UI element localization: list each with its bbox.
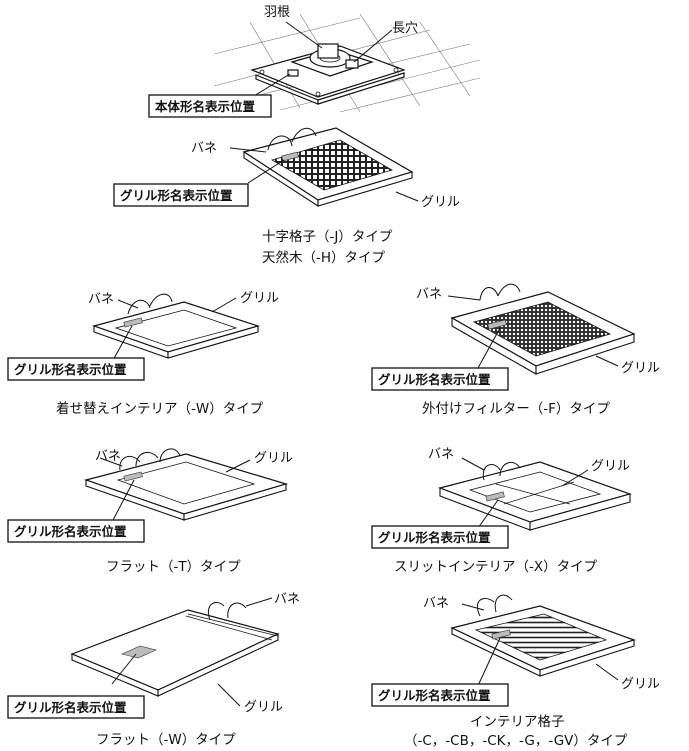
grille-flat-w-illustration xyxy=(70,597,280,707)
blade-label: 羽根 xyxy=(264,5,290,20)
caption-line-2: （-C，-CB，-CK，-G，-GV）タイプ xyxy=(404,733,628,749)
spring-label: バネ xyxy=(423,596,449,611)
grille-model-label-box xyxy=(7,357,145,381)
spring-label: バネ xyxy=(416,287,442,302)
spring-right xyxy=(497,283,521,297)
grille-model-label: グリル形名表示位置 xyxy=(378,688,491,703)
grille-nameplate xyxy=(121,645,157,659)
grille-interior-lattice-illustration xyxy=(450,594,636,691)
spring-label: バネ xyxy=(274,592,300,607)
spring-label: バネ xyxy=(428,447,454,462)
grille-model-label: グリル形名表示位置 xyxy=(378,372,491,387)
grille-label: グリル xyxy=(621,361,660,376)
spring-right xyxy=(291,127,317,143)
grille-model-label-box xyxy=(7,519,145,543)
spring-right xyxy=(494,594,513,613)
caption: スリットインテリア（-X）タイプ xyxy=(394,559,598,575)
grille-label: グリル xyxy=(621,677,660,692)
caption-line-1: インテリア格子 xyxy=(470,714,565,730)
caption: フラット（-W）タイプ xyxy=(96,732,236,748)
grille-model-label: グリル形名表示位置 xyxy=(14,362,127,377)
grille-model-label: グリル形名表示位置 xyxy=(378,530,491,545)
slot-label: 長穴 xyxy=(392,21,418,36)
spring-left xyxy=(482,464,501,481)
body-nameplate xyxy=(287,69,299,77)
caption: 着せ替えインテリア（-W）タイプ xyxy=(56,400,264,417)
spring-left xyxy=(476,598,495,617)
grille-inner-panel xyxy=(114,309,238,347)
caption: 外付けフィルター（-F）タイプ xyxy=(422,401,610,417)
grille-label: グリル xyxy=(254,451,293,466)
spring-right xyxy=(499,461,521,477)
spring-left xyxy=(479,287,499,301)
grille-model-label-box xyxy=(371,525,509,549)
spring-label: バネ xyxy=(95,449,121,464)
unit-plate-edge-right xyxy=(317,72,405,105)
grille-cross-lattice-illustration xyxy=(229,127,419,208)
fan-motor xyxy=(317,43,339,59)
grille-label: グリル xyxy=(240,291,279,306)
grille-label: グリル xyxy=(591,459,630,474)
spring-label: バネ xyxy=(88,292,114,307)
grille-mesh xyxy=(270,139,394,191)
grille-model-label-box xyxy=(371,683,509,707)
grille-label: グリル xyxy=(244,700,283,715)
grille-model-label-box xyxy=(371,367,509,391)
grille-model-label-box xyxy=(113,183,249,207)
spring-label: バネ xyxy=(191,141,217,156)
indoor-unit-illustration xyxy=(213,13,481,113)
filter-mesh xyxy=(472,301,612,357)
grille-inner-panel xyxy=(468,471,602,513)
grille-dress-up-interior-illustration xyxy=(91,293,261,363)
caption-line-2: 天然木（-H）タイプ xyxy=(262,249,386,266)
spring-left xyxy=(127,299,151,315)
grille-inner-panel xyxy=(116,461,256,505)
lattice-slits xyxy=(474,613,608,661)
grille-slit-interior-illustration xyxy=(438,457,632,531)
spring-left xyxy=(267,135,293,151)
grille-model-label: グリル形名表示位置 xyxy=(120,188,233,203)
grille-external-filter-illustration xyxy=(447,283,636,375)
grille-label: グリル xyxy=(421,195,460,210)
spring-right xyxy=(149,293,173,307)
spring-right xyxy=(227,602,247,619)
spring-left xyxy=(119,455,141,471)
caption-line-1: 十字格子（-J）タイプ xyxy=(262,229,393,245)
long-slot xyxy=(345,59,359,69)
grille-model-label-box xyxy=(7,695,145,719)
body-model-label: 本体形名表示位置 xyxy=(155,99,256,114)
grille-model-label: グリル形名表示位置 xyxy=(14,700,127,715)
grille-model-label: グリル形名表示位置 xyxy=(14,524,127,539)
grille-flat-t-illustration xyxy=(83,448,289,523)
body-model-label-box xyxy=(148,94,272,118)
spring-left xyxy=(208,602,225,621)
spring-right xyxy=(159,448,181,463)
caption: フラット（-T）タイプ xyxy=(106,559,241,575)
